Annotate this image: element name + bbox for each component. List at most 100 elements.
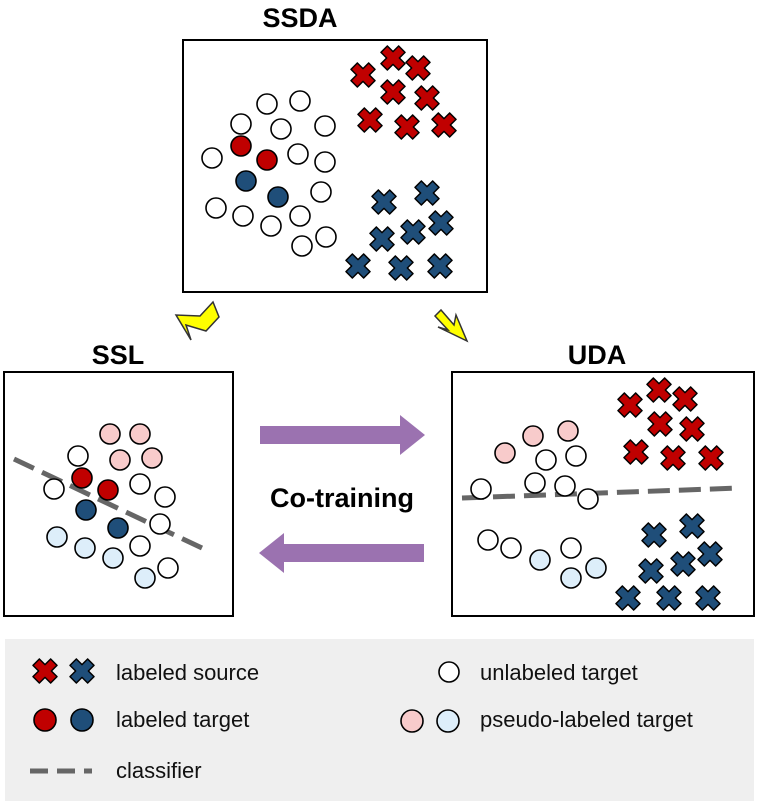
x-mark-icon (641, 522, 667, 548)
x-mark-icon (345, 253, 371, 279)
circle-icon (46, 526, 68, 548)
x-mark-icon (679, 513, 705, 539)
circle-icon (554, 475, 576, 497)
x-mark-icon (428, 210, 454, 236)
x-mark-icon (646, 377, 672, 403)
x-mark-icon (695, 585, 721, 611)
x-mark-icon (32, 658, 58, 684)
x-mark-icon (400, 219, 426, 245)
circle-icon (529, 549, 551, 571)
circle-icon (270, 118, 292, 140)
circle-icon (157, 557, 179, 579)
circle-icon (129, 423, 151, 445)
circle-icon (287, 143, 309, 165)
circle-icon (109, 449, 131, 471)
circle-icon (500, 537, 522, 559)
ssl-title: SSL (92, 340, 145, 370)
circle-icon (107, 517, 129, 539)
x-mark-icon (388, 255, 414, 281)
circle-icon (70, 708, 94, 732)
circle-icon (33, 708, 57, 732)
circle-icon (74, 537, 96, 559)
legend-panel (5, 639, 754, 801)
arrow-down-right-icon (433, 308, 469, 343)
x-mark-icon (698, 445, 724, 471)
arrow-left-icon (259, 533, 424, 573)
circle-icon (477, 529, 499, 551)
arrow-right-icon (260, 415, 425, 455)
circle-icon (560, 567, 582, 589)
x-mark-icon (414, 180, 440, 206)
x-mark-icon (357, 107, 383, 133)
legend-classifier: classifier (116, 758, 202, 783)
circle-icon (535, 449, 557, 471)
x-mark-icon (638, 558, 664, 584)
legend-labeled-source: labeled source (116, 660, 259, 685)
x-mark-icon (697, 541, 723, 567)
circle-icon (524, 472, 546, 494)
x-mark-icon (369, 226, 395, 252)
circle-icon (43, 478, 65, 500)
legend-icons (32, 658, 460, 733)
circle-icon (149, 513, 171, 535)
x-mark-icon (414, 85, 440, 111)
circle-icon (522, 425, 544, 447)
legend-pseudo-labeled-target: pseudo-labeled target (480, 707, 693, 732)
circle-icon (315, 226, 337, 248)
x-mark-icon (647, 411, 673, 437)
circle-icon (256, 149, 278, 171)
x-mark-icon (679, 416, 705, 442)
circle-icon (235, 170, 257, 192)
x-mark-icon (623, 439, 649, 465)
x-mark-icon (656, 585, 682, 611)
circle-icon (494, 442, 516, 464)
circle-icon (205, 197, 227, 219)
circle-icon (577, 488, 599, 510)
circle-icon (99, 423, 121, 445)
arrow-down-left-icon (174, 300, 220, 341)
x-mark-icon (431, 112, 457, 138)
circle-icon (557, 420, 579, 442)
circle-icon (232, 205, 254, 227)
legend-unlabeled-target: unlabeled target (480, 660, 638, 685)
circle-icon (289, 205, 311, 227)
circle-icon (585, 557, 607, 579)
uda-classifier-line (461, 485, 741, 501)
circle-icon (470, 478, 492, 500)
circle-icon (310, 181, 332, 203)
circle-icon (291, 235, 313, 257)
x-mark-icon (405, 55, 431, 81)
circle-icon (67, 445, 89, 467)
circle-icon (267, 186, 289, 208)
ssda-title: SSDA (262, 3, 337, 33)
circle-icon (260, 215, 282, 237)
circle-icon (129, 473, 151, 495)
circle-icon (560, 537, 582, 559)
circle-icon (436, 709, 460, 733)
ssl-classifier-line (12, 456, 206, 552)
circle-icon (134, 567, 156, 589)
x-mark-icon (380, 45, 406, 71)
circle-icon (75, 499, 97, 521)
legend-labeled-target: labeled target (116, 707, 249, 732)
circle-icon (71, 467, 93, 489)
circle-icon (314, 115, 336, 137)
co-training-label: Co-training (270, 483, 414, 513)
circle-icon (129, 535, 151, 557)
x-mark-icon (615, 585, 641, 611)
x-mark-icon (670, 551, 696, 577)
x-mark-icon (394, 114, 420, 140)
circle-icon (565, 445, 587, 467)
x-mark-icon (350, 62, 376, 88)
uda-title: UDA (568, 340, 627, 370)
circle-icon (438, 661, 460, 683)
circle-icon (141, 447, 163, 469)
x-mark-icon (617, 392, 643, 418)
circle-icon (289, 90, 311, 112)
circle-icon (230, 135, 252, 157)
x-mark-icon (380, 79, 406, 105)
x-mark-icon (371, 189, 397, 215)
circle-icon (154, 486, 176, 508)
markers (43, 45, 724, 611)
